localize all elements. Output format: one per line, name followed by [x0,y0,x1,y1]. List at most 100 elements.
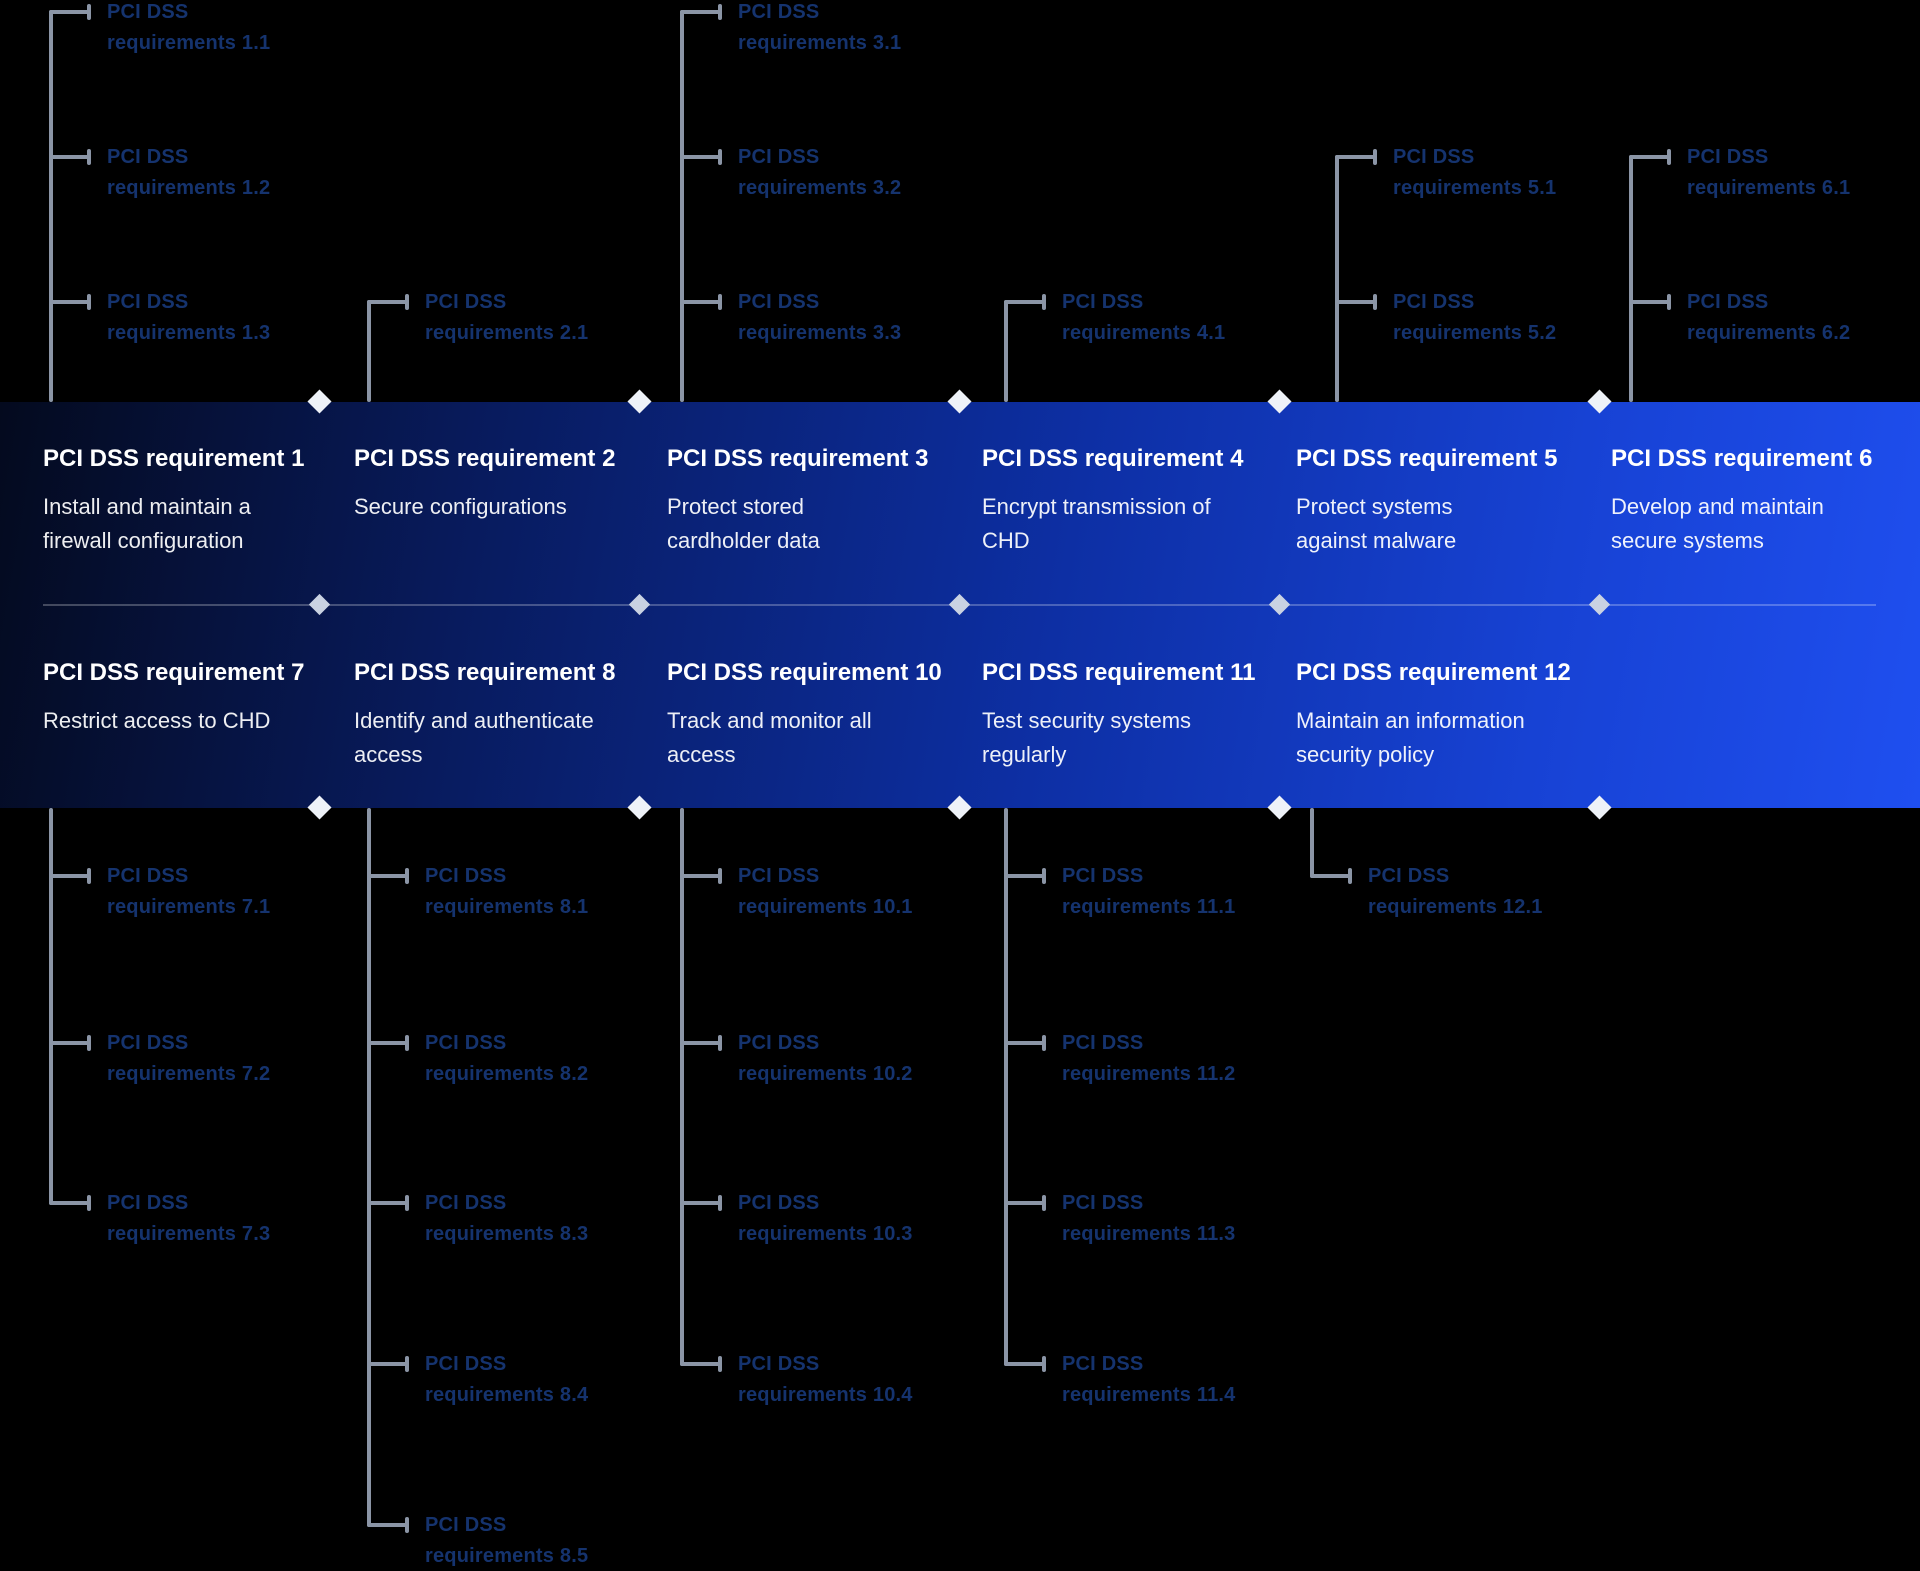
sub-req-3-3: PCI DSS requirements 3.3 [738,287,901,349]
requirement-title: PCI DSS requirement 10 [667,659,942,686]
sub-req-line2: requirements 7.1 [107,896,271,918]
connector-branch-tick [87,868,91,884]
connector-branch-tick [405,1517,409,1533]
connector-branch-tick [1373,294,1377,310]
sub-req-line1: PCI DSS [107,1192,189,1214]
requirement-subtitle: Identify and authenticate access [354,708,594,767]
connector-branch-tick [87,1195,91,1211]
requirement-subtitle: Develop and maintain secure systems [1611,494,1824,553]
sub-req-line1: PCI DSS [425,1192,507,1214]
sub-req-10-1: PCI DSS requirements 10.1 [738,861,913,923]
connector-branch-tick [87,4,91,20]
sub-req-7-2: PCI DSS requirements 7.2 [107,1028,270,1090]
sub-req-1-1: PCI DSS requirements 1.1 [107,0,270,59]
sub-req-7-3: PCI DSS requirements 7.3 [107,1188,270,1250]
sub-req-line2: requirements 3.3 [738,322,902,344]
connector-branch-tick [718,1356,722,1372]
sub-req-line1: PCI DSS [738,1353,820,1375]
sub-req-line2: requirements 11.4 [1062,1384,1236,1406]
sub-req-line1: PCI DSS [107,865,189,887]
sub-req-2-1: PCI DSS requirements 2.1 [425,287,588,349]
requirement-subtitle: Track and monitor all access [667,708,872,767]
connector-branch-tick [87,1035,91,1051]
connector-branch [49,155,89,159]
requirement-title: PCI DSS requirement 1 [43,445,305,472]
sub-req-line1: PCI DSS [1062,865,1144,887]
connector-branch [1004,1362,1044,1366]
sub-req-line2: requirements 1.2 [107,177,271,199]
connector-branch [1004,874,1044,878]
requirement-title: PCI DSS requirement 3 [667,445,929,472]
connector-branch [49,874,89,878]
connector-branch-tick [1667,294,1671,310]
connector-branch-tick [405,1035,409,1051]
sub-req-1-2: PCI DSS requirements 1.2 [107,142,270,204]
sub-req-line2: requirements 7.3 [107,1223,271,1245]
connector-branch [680,300,720,304]
connector-branch-tick [1042,1195,1046,1211]
connector-branch [1629,155,1669,159]
sub-req-line1: PCI DSS [738,1192,820,1214]
sub-req-12-1: PCI DSS requirements 12.1 [1368,861,1543,923]
requirement-subtitle: Install and maintain a firewall configur… [43,494,251,553]
connector-trunk-req5-top [1335,155,1339,402]
requirement-subtitle: Restrict access to CHD [43,708,271,733]
sub-req-line1: PCI DSS [1368,865,1450,887]
connector-branch-tick [1042,1356,1046,1372]
sub-req-line2: requirements 10.4 [738,1384,913,1406]
requirement-title: PCI DSS requirement 4 [982,445,1244,472]
connector-branch-tick [718,294,722,310]
requirement-title: PCI DSS requirement 5 [1296,445,1558,472]
connector-branch-tick [718,149,722,165]
requirement-title: PCI DSS requirement 8 [354,659,616,686]
sub-req-line1: PCI DSS [738,146,820,168]
sub-req-line2: requirements 8.3 [425,1223,589,1245]
sub-req-line1: PCI DSS [1062,1192,1144,1214]
connector-branch-tick [1348,868,1352,884]
connector-branch-tick [405,294,409,310]
sub-req-8-3: PCI DSS requirements 8.3 [425,1188,588,1250]
requirement-subtitle: Encrypt transmission of CHD [982,494,1211,553]
connector-branch-tick [405,868,409,884]
sub-req-line1: PCI DSS [107,1,189,23]
sub-req-line2: requirements 3.2 [738,177,902,199]
connector-branch [367,1201,407,1205]
connector-branch [367,1362,407,1366]
sub-req-line2: requirements 10.1 [738,896,913,918]
sub-req-8-2: PCI DSS requirements 8.2 [425,1028,588,1090]
requirement-card-1: PCI DSS requirement 1 Install and mainta… [43,444,305,558]
connector-trunk-req3-top [680,10,684,402]
sub-req-10-2: PCI DSS requirements 10.2 [738,1028,913,1090]
connector-branch-tick [1667,149,1671,165]
connector-branch [1335,300,1375,304]
connector-branch-tick [87,149,91,165]
sub-req-line2: requirements 6.2 [1687,322,1851,344]
sub-req-line2: requirements 7.2 [107,1063,271,1085]
sub-req-line1: PCI DSS [1062,1353,1144,1375]
connector-branch [367,1041,407,1045]
connector-branch-tick [718,1195,722,1211]
requirement-title: PCI DSS requirement 7 [43,659,305,686]
connector-branch [680,1201,720,1205]
requirement-card-8: PCI DSS requirement 8 Identify and authe… [354,658,616,772]
requirement-card-10: PCI DSS requirement 10 Track and monitor… [667,658,942,772]
requirement-card-12: PCI DSS requirement 12 Maintain an infor… [1296,658,1571,772]
connector-branch-tick [405,1195,409,1211]
sub-req-line1: PCI DSS [1062,1032,1144,1054]
sub-req-line1: PCI DSS [738,1,820,23]
requirement-card-3: PCI DSS requirement 3 Protect stored car… [667,444,929,558]
connector-branch [367,300,407,304]
connector-branch [367,1523,407,1527]
requirement-card-2: PCI DSS requirement 2 Secure configurati… [354,444,615,524]
sub-req-11-3: PCI DSS requirements 11.3 [1062,1188,1236,1250]
sub-req-3-1: PCI DSS requirements 3.1 [738,0,901,59]
connector-branch [49,10,89,14]
sub-req-line2: requirements 8.4 [425,1384,589,1406]
sub-req-3-2: PCI DSS requirements 3.2 [738,142,901,204]
sub-req-line1: PCI DSS [425,865,507,887]
requirement-card-6: PCI DSS requirement 6 Develop and mainta… [1611,444,1872,558]
sub-req-line1: PCI DSS [425,1514,507,1536]
sub-req-line1: PCI DSS [107,146,189,168]
sub-req-line2: requirements 12.1 [1368,896,1543,918]
requirement-subtitle: Protect systems against malware [1296,494,1457,553]
